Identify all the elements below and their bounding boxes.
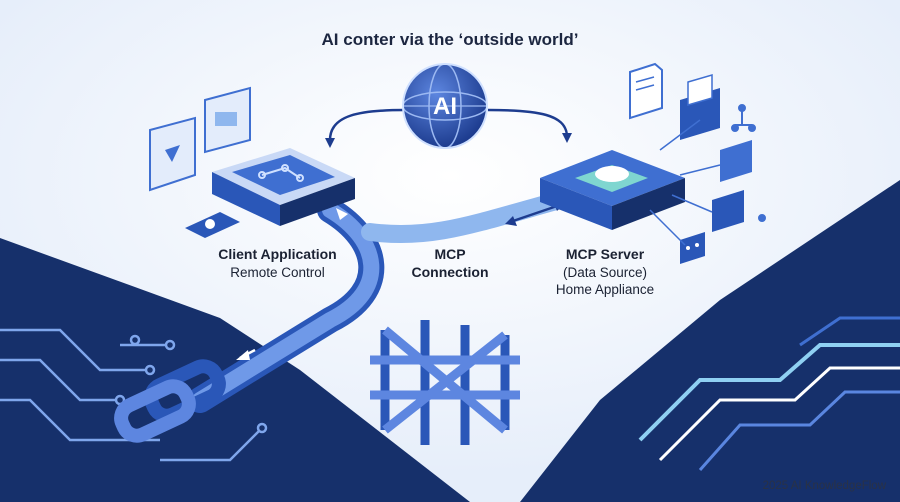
mcp-label: MCP: [434, 246, 466, 262]
client-application-label: Client Application: [218, 246, 337, 262]
connection-label: Connection: [411, 264, 489, 280]
server-device-icon: [540, 150, 685, 230]
circuit-nodes-left: [114, 334, 268, 434]
document-icon: [629, 62, 663, 120]
ai-to-client-arrow: [328, 108, 406, 141]
diagram-title: AI conter via the ‘outside world’: [321, 30, 579, 49]
circuit-traces-right: [638, 316, 900, 471]
ai-to-server-arrow: [487, 108, 569, 136]
right-terrain: [520, 180, 900, 502]
client-device-icon: [212, 148, 355, 226]
mcp-server-label: MCP Server: [565, 246, 645, 262]
network-icon: [731, 104, 766, 222]
data-flow-arrow: [509, 203, 561, 224]
circuit-traces-left: [0, 328, 261, 462]
mcp-connection-tube-right: [361, 191, 569, 244]
media-window-icon: [149, 86, 251, 192]
lattice-icon: [370, 320, 520, 445]
client-sublabel: Remote Control: [230, 265, 325, 280]
appliance-icon: [680, 232, 705, 264]
ai-globe-icon: [402, 63, 488, 149]
ai-badge-label: AI: [433, 93, 457, 120]
remote-icon: [185, 212, 240, 238]
footer-credit: 2025 AI KnowledgeFlow: [762, 480, 886, 492]
connector-lines: [649, 119, 721, 246]
data-source-label: (Data Source): [562, 265, 648, 280]
chain-link-icon: [114, 359, 226, 443]
home-appliance-label: Home Appliance: [555, 282, 655, 297]
